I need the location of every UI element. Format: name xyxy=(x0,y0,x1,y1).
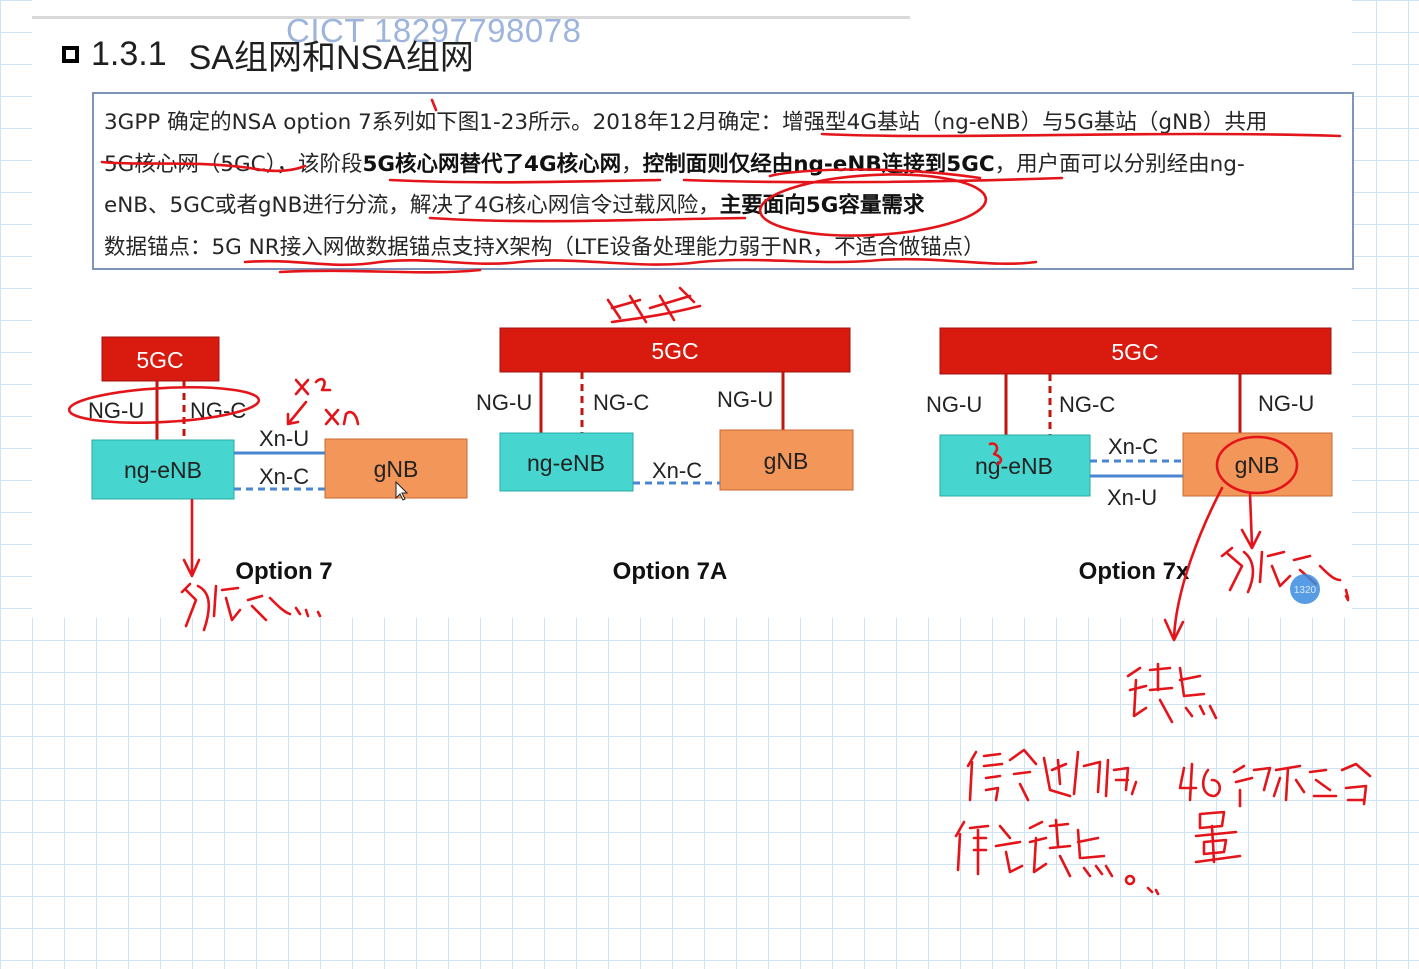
bold-run: 控制面则仅经由ng-eNB连接到5GC xyxy=(642,151,995,177)
text-run: 3GPP 确定的NSA option 7系列如下图1-23所示。2018年12月… xyxy=(104,110,783,135)
text-run: ， xyxy=(621,151,643,177)
description-box: 3GPP 确定的NSA option 7系列如下图1-23所示。2018年12月… xyxy=(92,92,1354,270)
ink-text-line2 xyxy=(1178,762,1372,808)
ink-text-line1 xyxy=(966,748,1138,802)
ink-text-maodian xyxy=(1126,662,1218,724)
bold-run: 主要面向5G容量需求 xyxy=(719,193,925,218)
watermark: CICT 18297798078 xyxy=(286,12,582,49)
section-heading: 1.3.1 SA组网和NSA组网 xyxy=(62,30,474,79)
section-number: 1.3.1 xyxy=(91,35,167,73)
description-line-3: eNB、5GC或者gNB进行分流，解决了4G核心网信令过载风险，主要面向5G容量… xyxy=(104,185,1342,227)
description-line-1: 3GPP 确定的NSA option 7系列如下图1-23所示。2018年12月… xyxy=(104,102,1342,144)
ink-text-liang xyxy=(1194,810,1242,864)
ink-stroke xyxy=(1146,886,1160,896)
slide: CICT 18297798078 1.3.1 SA组网和NSA组网 3GPP 确… xyxy=(32,0,1354,618)
text-run: 5G核心网（5GC），该阶段 xyxy=(104,151,363,177)
text-run: ，用户面可以分别经由ng- xyxy=(994,151,1245,177)
text-run: 解决了4G核心网信令过载风险， xyxy=(409,193,720,218)
top-rule xyxy=(32,16,910,19)
description-line-4: 数据锚点：5G NR接入网做数据锚点支持X架构（LTE设备处理能力弱于NR，不适… xyxy=(104,227,1342,269)
checkbox-square-icon xyxy=(62,46,79,63)
text-run: 增强型4G基站（ng-eNB）与5G基站（gNB）共用 xyxy=(782,110,1268,135)
text-run: eNB、5GC或者gNB进行分流， xyxy=(104,193,410,218)
ink-period xyxy=(1124,874,1136,886)
text-run: 数据锚点：5G NR接入网做数据锚点支持X架构（LTE设备处理能力弱于NR，不适… xyxy=(104,234,985,260)
description-line-2: 5G核心网（5GC），该阶段5G核心网替代了4G核心网，控制面则仅经由ng-eN… xyxy=(104,144,1342,186)
ink-text-line3 xyxy=(954,818,1114,878)
section-title: SA组网和NSA组网 xyxy=(188,39,474,77)
bold-run: 5G核心网替代了4G核心网 xyxy=(362,151,622,177)
